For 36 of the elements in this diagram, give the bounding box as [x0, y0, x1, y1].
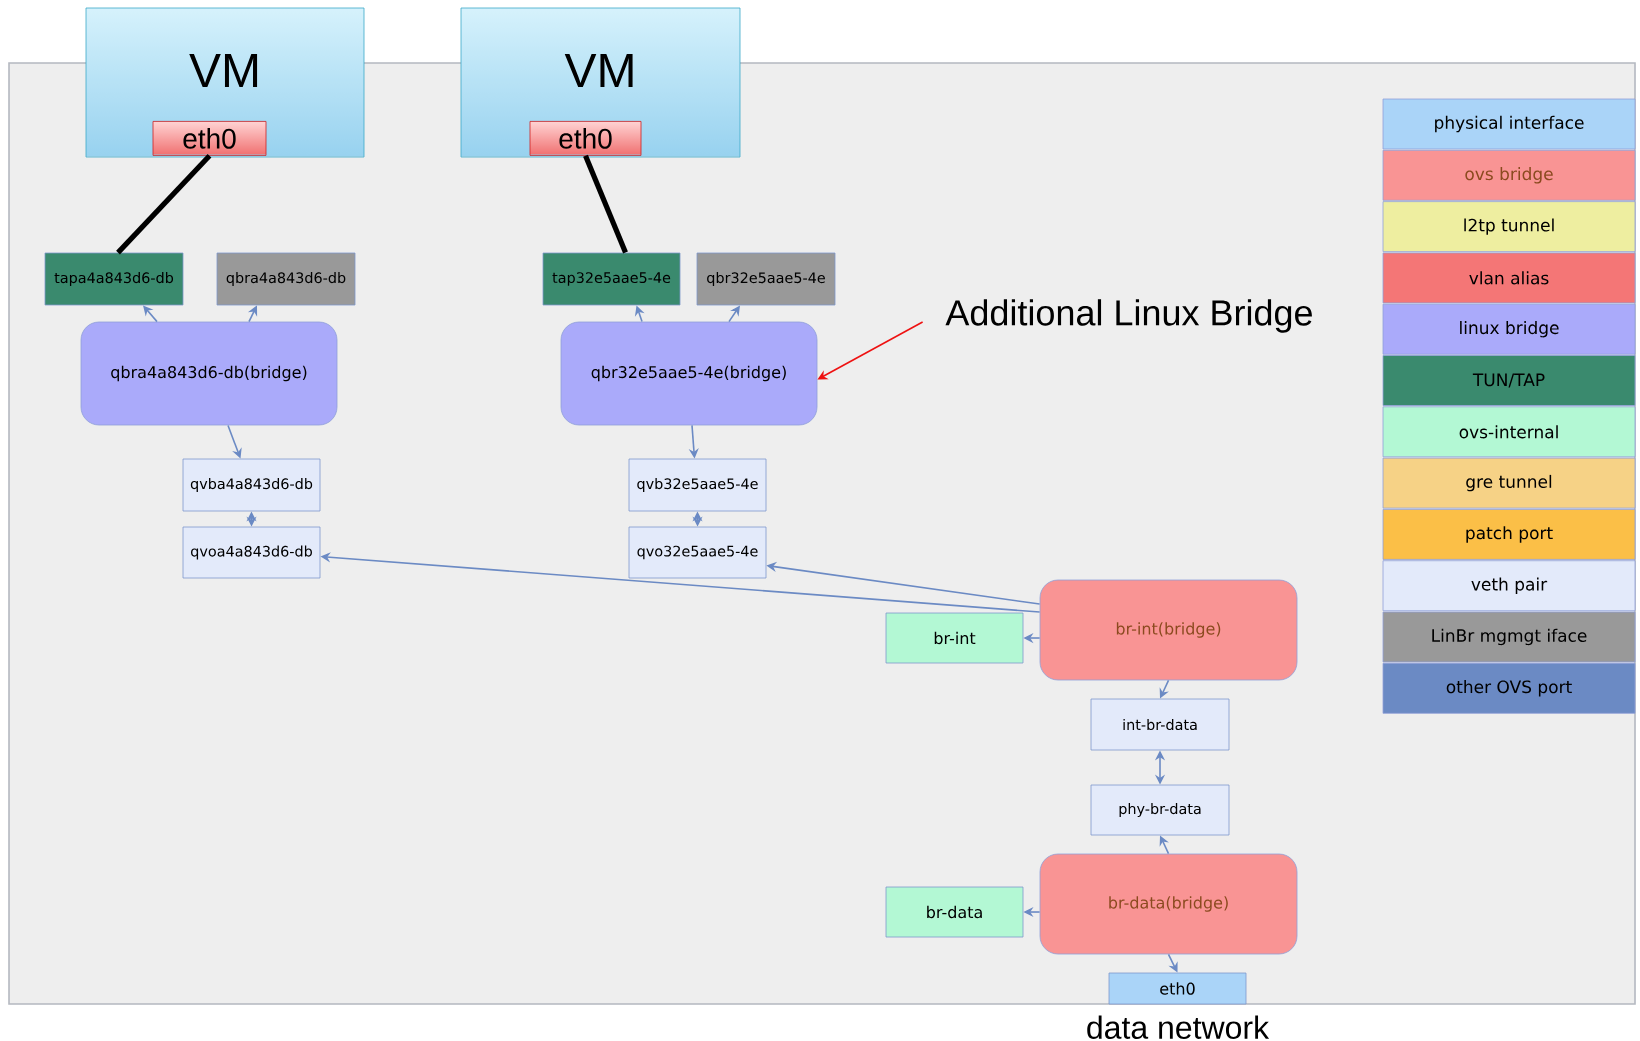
interface-box: int-br-data	[1090, 698, 1230, 751]
interface-box: qvba4a843d6-db	[182, 458, 321, 512]
legend-item: patch port	[1382, 509, 1636, 560]
bridge-box: br-int(bridge)	[1039, 579, 1298, 681]
interface-box: eth0	[529, 121, 642, 156]
legend-item: ovs bridge	[1382, 149, 1636, 201]
bridge-box: qbr32e5aae5-4e(bridge)	[560, 321, 818, 426]
legend-item: linux bridge	[1382, 303, 1636, 355]
connector-line	[583, 154, 628, 254]
interface-box: qvb32e5aae5-4e	[628, 458, 767, 512]
interface-box: tap32e5aae5-4e	[542, 252, 681, 306]
interface-box: qvoa4a843d6-db	[182, 526, 321, 579]
interface-box: eth0	[1108, 972, 1247, 1005]
interface-box: br-int	[885, 612, 1024, 664]
legend-item: l2tp tunnel	[1382, 201, 1636, 252]
connector-line	[116, 154, 212, 255]
legend-item: veth pair	[1382, 560, 1636, 612]
annotation-text: Additional Linux Bridge	[945, 299, 1312, 333]
interface-box: br-data	[885, 886, 1024, 938]
network-label: data network	[1087, 1015, 1270, 1039]
legend-item: physical interface	[1382, 98, 1636, 150]
legend-item: LinBr mgmgt iface	[1382, 611, 1636, 663]
interface-box: qbra4a843d6-db	[216, 252, 356, 306]
interface-box: eth0	[152, 121, 267, 156]
interface-box: qbr32e5aae5-4e	[696, 252, 836, 306]
interface-box: qvo32e5aae5-4e	[628, 526, 767, 579]
arrow	[143, 305, 158, 323]
bridge-box: qbra4a843d6-db(bridge)	[80, 321, 338, 426]
legend-item: TUN/TAP	[1382, 355, 1636, 406]
legend-item: gre tunnel	[1382, 457, 1636, 509]
interface-box: tapa4a843d6-db	[44, 252, 184, 306]
legend-item: ovs-internal	[1382, 406, 1636, 458]
legend-item: other OVS port	[1382, 662, 1636, 714]
bridge-box: br-data(bridge)	[1039, 853, 1298, 955]
legend-item: vlan alias	[1382, 252, 1636, 304]
interface-box: phy-br-data	[1090, 784, 1230, 836]
